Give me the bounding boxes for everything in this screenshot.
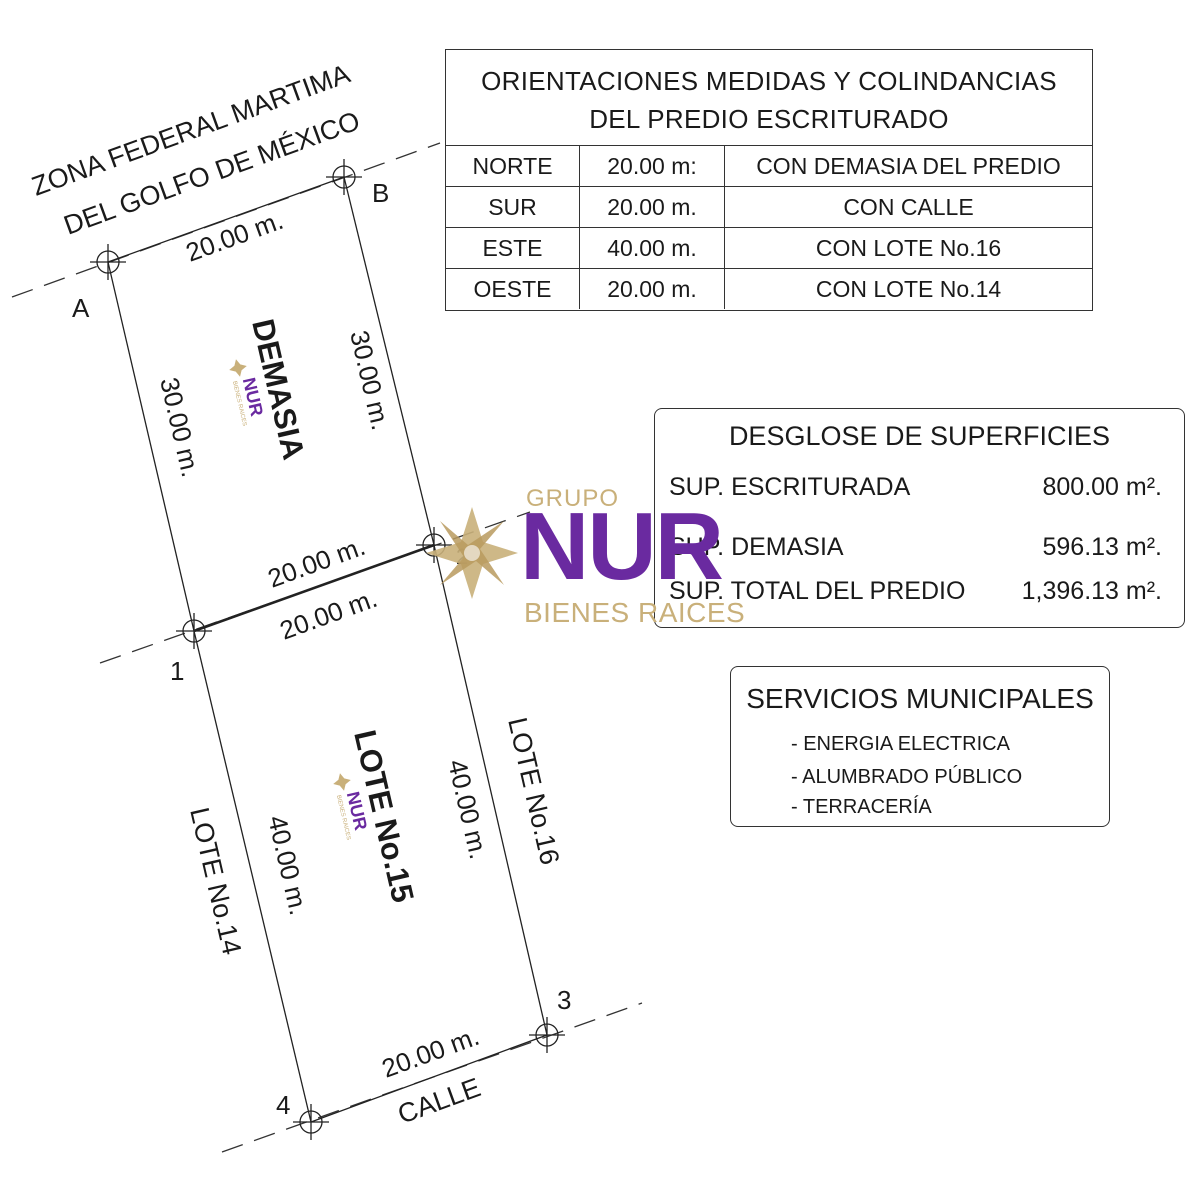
sup-total-label: SUP. TOTAL DEL PREDIO [669, 577, 966, 605]
servicios-municipales-box: SERVICIOS MUNICIPALES - ENERGIA ELECTRIC… [730, 666, 1110, 827]
survey-point-1 [176, 613, 212, 649]
dimension-top: 20.00 m. [182, 205, 287, 268]
orientaciones-title-line2: DEL PREDIO ESCRITURADO [589, 104, 949, 134]
sup-demasia-row: SUP. DEMASIA 596.13 m². [669, 533, 1162, 562]
boundary-west-upper [107, 261, 195, 632]
servicio-item: - ENERGIA ELECTRICA [791, 733, 1010, 755]
orientaciones-grid: NORTE 20.00 m: CON DEMASIA DEL PREDIO SU… [446, 146, 1092, 309]
orient-colindancia: CON LOTE No.16 [724, 227, 1092, 269]
orientaciones-title-line1: ORIENTACIONES MEDIDAS Y COLINDANCIAS [481, 66, 1057, 96]
survey-point-2 [416, 527, 452, 563]
corner-label-3: 3 [557, 985, 571, 1015]
desglose-superficies-box: DESGLOSE DE SUPERFICIES SUP. ESCRITURADA… [654, 408, 1185, 628]
dimension-left-upper: 30.00 m. [154, 375, 206, 480]
lote14-label: LOTE No.14 [184, 805, 247, 958]
boundary-middle [193, 543, 435, 633]
boundary-east-lower [433, 544, 548, 1036]
sup-escriturada-value: 800.00 m². [1042, 473, 1162, 501]
survey-point-a [90, 244, 126, 280]
corner-label-b: B [372, 178, 389, 208]
sup-escriturada-label: SUP. ESCRITURADA [669, 473, 911, 501]
sup-demasia-value: 596.13 m². [1042, 533, 1162, 561]
dimension-mid-upper: 20.00 m. [264, 531, 369, 594]
corner-label-4: 4 [276, 1090, 290, 1120]
survey-point-3 [529, 1017, 565, 1053]
boundary-east-upper [343, 176, 435, 546]
servicios-title: SERVICIOS MUNICIPALES [746, 683, 1094, 714]
zona-federal-line [11, 142, 441, 298]
orient-colindancia: CON DEMASIA DEL PREDIO [724, 146, 1092, 187]
orientaciones-table: ORIENTACIONES MEDIDAS Y COLINDANCIAS DEL… [445, 49, 1093, 311]
boundary-west-lower [193, 630, 312, 1123]
boundary-south [310, 1034, 548, 1123]
sup-escriturada-row: SUP. ESCRITURADA 800.00 m². [669, 473, 1162, 502]
boundary-north [107, 176, 345, 263]
lote16-label: LOTE No.16 [502, 715, 565, 868]
orient-colindancia: CON CALLE [724, 186, 1092, 228]
orient-dir: SUR [446, 186, 580, 228]
orient-medida: 40.00 m. [579, 227, 725, 269]
orient-dir: NORTE [472, 152, 553, 179]
survey-point-b [326, 159, 362, 195]
table-row: SUR 20.00 m. CON CALLE [446, 186, 1092, 228]
orient-dir: ESTE [446, 227, 580, 269]
star-logo-icon [426, 507, 518, 599]
watermark-bienes-text: BIENES RAICES [524, 597, 746, 628]
table-row: ESTE 40.00 m. CON LOTE No.16 [446, 227, 1092, 269]
orient-colindancia: CON LOTE No.14 [724, 268, 1092, 309]
table-row: OESTE 20.00 m. CON LOTE No.14 [446, 268, 1092, 309]
sup-demasia-label: SUP. DEMASIA [669, 533, 844, 561]
orient-medida: 20.00 m. [579, 268, 725, 309]
orientaciones-title: ORIENTACIONES MEDIDAS Y COLINDANCIAS DEL… [446, 50, 1092, 146]
survey-point-4 [293, 1104, 329, 1140]
dimension-left-lower: 40.00 m. [262, 813, 314, 918]
corner-label-1: 1 [170, 656, 184, 686]
desglose-title: DESGLOSE DE SUPERFICIES [728, 421, 1111, 451]
grupo-nur-watermark: GRUPO NUR BIENES RAICES [420, 485, 750, 635]
corner-label-a: A [72, 293, 90, 323]
servicio-item: - TERRACERÍA [791, 796, 932, 818]
watermark-grupo-text: GRUPO [526, 485, 620, 512]
calle-label: CALLE [394, 1072, 485, 1129]
table-row: NORTE 20.00 m: CON DEMASIA DEL PREDIO [446, 146, 1092, 187]
orient-dir: OESTE [446, 268, 580, 309]
servicio-item: - ALUMBRADO PÚBLICO [791, 766, 1023, 788]
dimension-right-upper: 30.00 m. [344, 328, 396, 433]
orient-medida: 20.00 m: [579, 146, 725, 187]
orient-medida: 20.00 m. [579, 186, 725, 228]
dimension-mid-lower: 20.00 m. [276, 583, 381, 646]
sup-total-value: 1,396.13 m². [1021, 577, 1162, 605]
sup-total-row: SUP. TOTAL DEL PREDIO 1,396.13 m². [669, 577, 1162, 606]
watermark-nur-text: NUR [520, 493, 724, 600]
